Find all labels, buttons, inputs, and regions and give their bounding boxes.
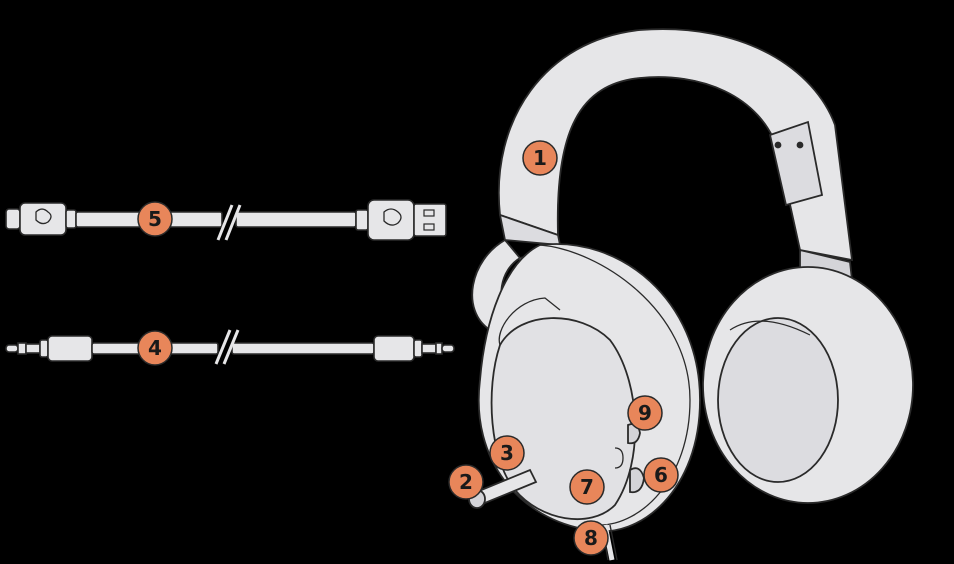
callout-2: 2: [448, 464, 484, 500]
callout-circle: [573, 520, 609, 556]
callout-7: 7: [569, 469, 605, 505]
aux-cable-icon: [5, 329, 455, 365]
earcup-left-icon: [471, 238, 701, 561]
callout-circle: [627, 395, 663, 431]
callout-3: 3: [489, 435, 525, 471]
callout-4: 4: [137, 330, 173, 366]
callout-group: 1 2 3 4 5 6 7 8 9: [137, 140, 679, 556]
callout-circle: [448, 464, 484, 500]
earcup-right-icon: [702, 248, 914, 504]
usb-cable-icon: [5, 199, 447, 241]
callout-6: 6: [643, 457, 679, 493]
callout-5: 5: [137, 201, 173, 237]
callout-circle: [489, 435, 525, 471]
callout-label: 7: [580, 475, 594, 499]
callout-9: 9: [627, 395, 663, 431]
headband-icon: [498, 28, 854, 262]
callout-circle: [569, 469, 605, 505]
callout-label: 3: [500, 441, 514, 465]
callout-circle: [137, 201, 173, 237]
callout-circle: [522, 140, 558, 176]
callout-label: 9: [638, 401, 652, 425]
callout-label: 6: [654, 463, 668, 487]
callout-1: 1: [522, 140, 558, 176]
callout-label: 5: [148, 207, 162, 231]
callout-circle: [137, 330, 173, 366]
callout-label: 4: [148, 336, 162, 360]
callout-label: 1: [533, 146, 547, 170]
callout-label: 8: [584, 526, 598, 550]
callout-label: 2: [459, 470, 473, 494]
callout-circle: [643, 457, 679, 493]
callout-8: 8: [573, 520, 609, 556]
